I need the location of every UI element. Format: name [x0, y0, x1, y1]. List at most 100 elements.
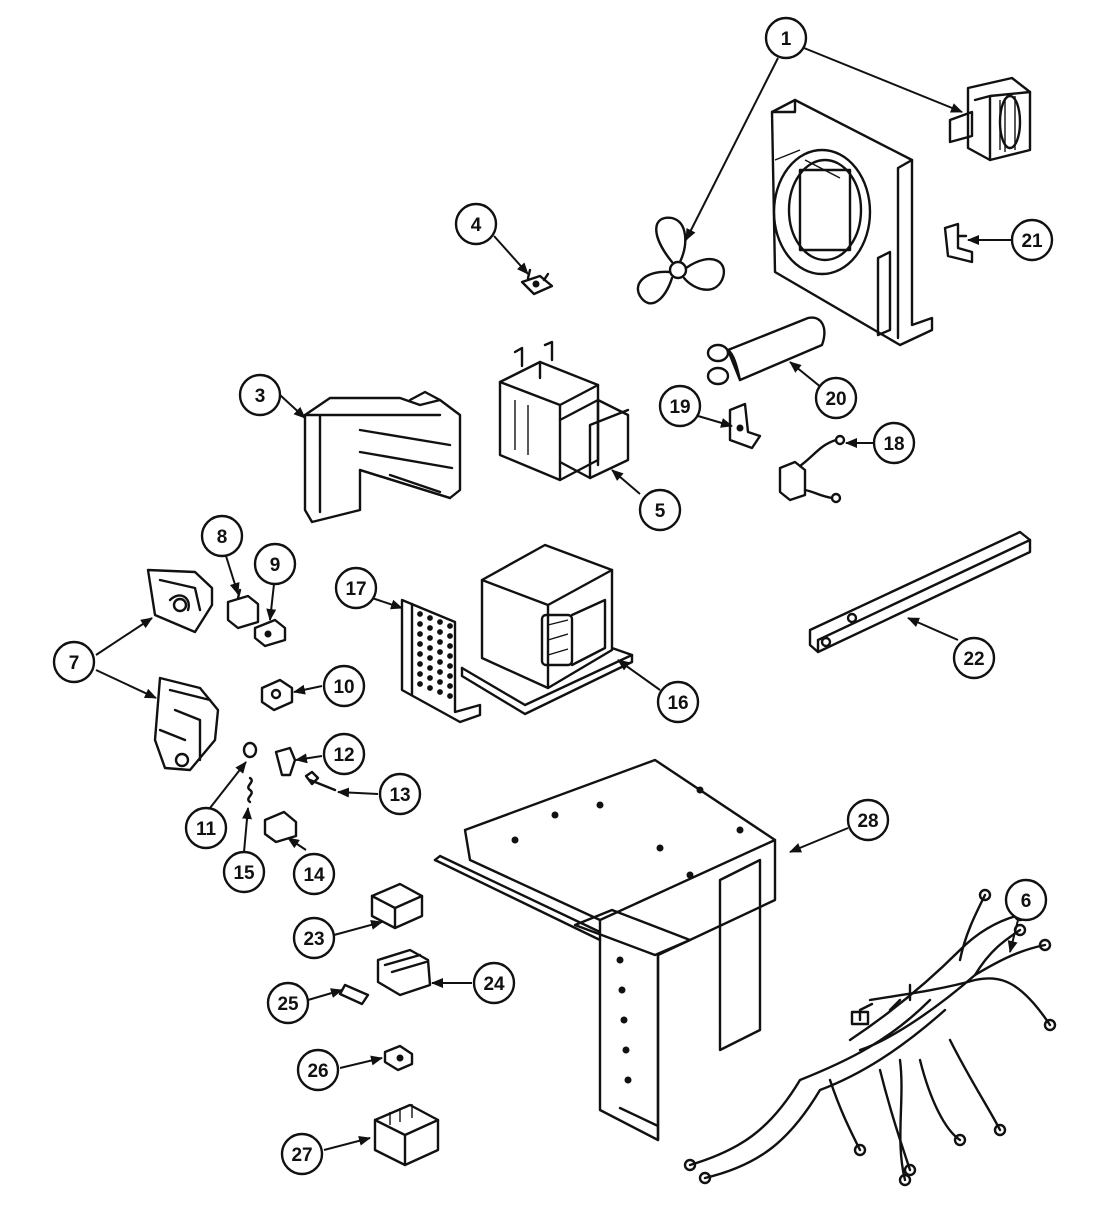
plate-hole [427, 635, 433, 641]
callout-label: 27 [291, 1145, 312, 1166]
plate-hole [417, 681, 423, 687]
callout-5: 5 [638, 488, 682, 532]
plate-hole [437, 679, 443, 685]
plate-hole [437, 619, 443, 625]
callout-11: 11 [184, 806, 228, 850]
callout-3: 3 [238, 373, 282, 417]
plate-hole [447, 693, 453, 699]
plate-hole [417, 661, 423, 667]
plate-hole [447, 633, 453, 639]
callout-23: 23 [292, 916, 336, 960]
callout-26: 26 [296, 1048, 340, 1092]
callout-12: 12 [322, 732, 366, 776]
part-switch-8 [226, 588, 260, 630]
plate-hole [447, 623, 453, 629]
callout-14: 14 [292, 852, 336, 896]
part-transformer [460, 543, 634, 716]
part-clip-26 [383, 1044, 414, 1072]
part-switch-9 [253, 618, 287, 648]
callout-label: 28 [857, 811, 878, 832]
plate-hole [417, 671, 423, 677]
part-small-bracket [728, 402, 762, 450]
callout-18: 18 [872, 421, 916, 465]
part-magnetron [498, 340, 630, 482]
part-switch-10 [260, 678, 294, 712]
plate-hole [427, 665, 433, 671]
plate-hole [427, 645, 433, 651]
part-fan-shroud [770, 98, 934, 347]
part-wire-harness [683, 888, 1057, 1187]
callout-15: 15 [222, 850, 266, 894]
callout-label: 10 [333, 677, 354, 698]
plate-hole [447, 683, 453, 689]
part-screw-13 [304, 770, 337, 792]
plate-hole [437, 689, 443, 695]
callout-label: 16 [667, 693, 688, 714]
part-capacitor [706, 316, 826, 386]
part-switch-14 [263, 810, 298, 844]
plate-hole [447, 663, 453, 669]
callout-6: 6 [1004, 878, 1048, 922]
plate-hole [447, 643, 453, 649]
part-cam-12 [274, 746, 297, 777]
callout-label: 15 [233, 863, 255, 884]
part-fuse-holder [376, 948, 432, 997]
callout-label: 8 [217, 527, 228, 548]
callout-9: 9 [253, 542, 297, 586]
callout-21: 21 [1010, 218, 1054, 262]
callout-label: 3 [255, 386, 266, 407]
plate-hole [417, 641, 423, 647]
plate-hole [437, 669, 443, 675]
callout-label: 13 [389, 785, 410, 806]
part-thermal-protector [370, 882, 424, 930]
part-noise-filter [373, 1103, 440, 1167]
callout-label: 20 [825, 389, 846, 410]
part-pin-11 [242, 741, 258, 759]
callout-27: 27 [280, 1132, 324, 1176]
callout-10: 10 [322, 664, 366, 708]
callout-label: 21 [1021, 231, 1043, 252]
plate-hole [427, 655, 433, 661]
part-diode [778, 434, 846, 504]
plate-hole [437, 639, 443, 645]
part-bracket-clip [943, 222, 974, 264]
callout-label: 9 [270, 555, 281, 576]
part-spring-15 [247, 776, 253, 804]
callout-label: 26 [307, 1061, 328, 1082]
callout-label: 5 [655, 501, 666, 522]
plate-hole [427, 615, 433, 621]
part-fuse [338, 983, 370, 1006]
part-perforated-plate [400, 598, 482, 724]
part-door-rail [808, 530, 1032, 654]
callout-label: 24 [483, 974, 505, 995]
leader-lines [95, 47, 1019, 1151]
callout-20: 20 [814, 376, 858, 420]
part-latch-bottom [153, 676, 220, 772]
callout-16: 16 [656, 680, 700, 724]
callout-label: 12 [333, 745, 354, 766]
callout-7: 7 [52, 640, 96, 684]
callout-label: 18 [883, 434, 904, 455]
callout-22: 22 [952, 636, 996, 680]
callout-label: 25 [277, 994, 299, 1015]
callout-17: 17 [334, 566, 378, 610]
part-chassis [433, 758, 777, 1142]
plate-hole [437, 659, 443, 665]
callout-19: 19 [658, 384, 702, 428]
callout-label: 7 [69, 653, 80, 674]
callout-label: 11 [196, 819, 217, 840]
plate-hole [437, 649, 443, 655]
plate-hole [427, 625, 433, 631]
callout-label: 22 [963, 649, 984, 670]
plate-hole [427, 685, 433, 691]
part-latch-top [146, 568, 214, 634]
callout-label: 19 [669, 397, 690, 418]
plate-hole [417, 621, 423, 627]
plate-hole [417, 651, 423, 657]
callout-label: 4 [471, 215, 482, 236]
callout-label: 14 [303, 865, 325, 886]
callout-4: 4 [454, 202, 498, 246]
callout-label: 6 [1021, 891, 1032, 912]
callout-25: 25 [266, 981, 310, 1025]
